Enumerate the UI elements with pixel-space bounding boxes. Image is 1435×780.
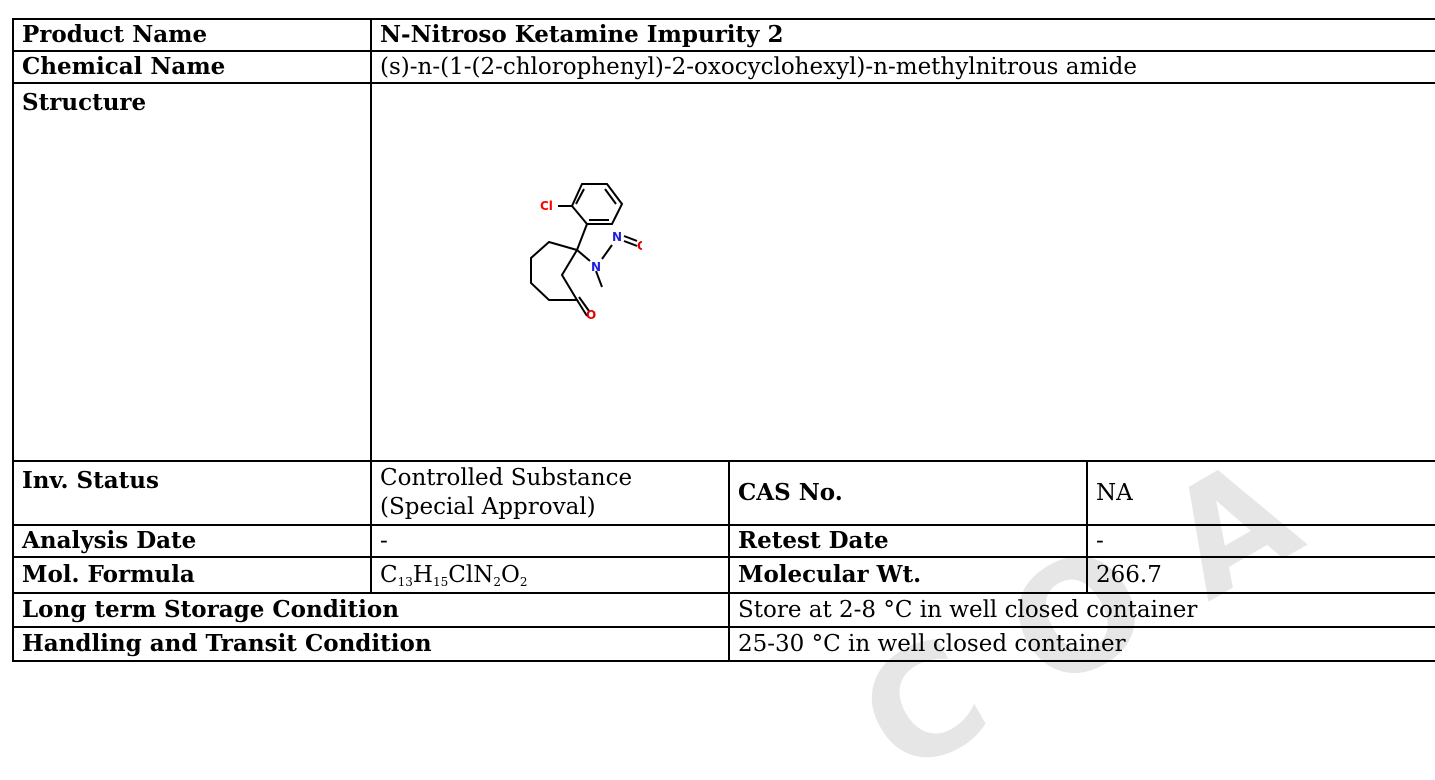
nitroso-nitrogen-label: N (612, 230, 622, 244)
analysis-date-label: Analysis Date (12, 524, 372, 558)
row-analysis-date: Analysis Date - Retest Date - (12, 524, 1435, 558)
product-name-label: Product Name (12, 18, 372, 52)
molecular-weight-value: 266.7 (1086, 556, 1435, 594)
inv-status-line2: (Special Approval) (380, 494, 596, 520)
long-term-storage-label: Long term Storage Condition (12, 592, 730, 628)
phenyl-double-1 (575, 188, 585, 205)
formula-c: C (380, 562, 398, 588)
retest-date-label: Retest Date (728, 524, 1088, 558)
mol-formula-label: Mol. Formula (12, 556, 372, 594)
row-structure: Structure (12, 82, 1435, 462)
formula-h-count: 15 (432, 575, 449, 589)
nitrogen-atom-label: N (591, 260, 601, 274)
structure-label: Structure (12, 82, 372, 462)
cyclohexane-ring (530, 240, 579, 301)
long-term-storage-value: Store at 2-8 °C in well closed container (728, 592, 1435, 628)
formula-cln: ClN (448, 562, 494, 588)
cas-no-label: CAS No. (728, 460, 1088, 526)
formula-n-count: 2 (493, 575, 501, 589)
formula-h: H (412, 562, 433, 588)
mol-formula-value: C13H15ClN2O2 (370, 556, 730, 594)
chemical-name-label: Chemical Name (12, 50, 372, 84)
nitroso-oxygen-label: O (637, 239, 642, 253)
carbonyl-double-bond (578, 296, 590, 312)
n-methyl-bond (595, 270, 603, 288)
cas-no-value: NA (1086, 460, 1435, 526)
phenyl-double-2 (604, 188, 617, 205)
atom-labels: Cl N N O O (540, 199, 642, 319)
formula-o: O (500, 562, 520, 588)
inv-status-line1: Controlled Substance (380, 465, 633, 491)
row-mol-formula: Mol. Formula C13H15ClN2O2 Molecular Wt. … (12, 556, 1435, 594)
analysis-date-value: - (370, 524, 730, 558)
molecular-weight-label: Molecular Wt. (728, 556, 1088, 594)
row-long-term-storage: Long term Storage Condition Store at 2-8… (12, 592, 1435, 628)
formula-c-count: 13 (397, 575, 413, 589)
row-product-name: Product Name N-Nitroso Ketamine Impurity… (12, 18, 1435, 52)
c-n-bond (576, 249, 591, 262)
carbonyl-bond (576, 299, 588, 317)
stereo-bond (576, 223, 588, 251)
chemical-name-value: (s)-n-(1-(2-chlorophenyl)-2-oxocyclohexy… (370, 50, 1435, 84)
chlorine-atom-label: Cl (540, 199, 553, 213)
retest-date-value: - (1086, 524, 1435, 558)
product-name-value: N-Nitroso Ketamine Impurity 2 (370, 18, 1435, 52)
handling-label: Handling and Transit Condition (12, 626, 730, 662)
row-inv-status: Inv. Status Controlled Substance (Specia… (12, 460, 1435, 526)
molecule-bonds (530, 183, 638, 317)
structure-image-cell: Cl N N O O (370, 82, 1435, 462)
n-o-double-bond (623, 235, 638, 242)
carbonyl-oxygen-label: O (586, 308, 596, 319)
row-chemical-name: Chemical Name (s)-n-(1-(2-chlorophenyl)-… (12, 50, 1435, 84)
n-o-double-bond-2 (623, 240, 638, 247)
row-handling: Handling and Transit Condition 25-30 °C … (12, 626, 1435, 662)
formula-o-count: 2 (519, 575, 528, 589)
phenyl-ring (570, 183, 624, 225)
product-spec-table: Product Name N-Nitroso Ketamine Impurity… (12, 18, 1435, 662)
handling-value: 25-30 °C in well closed container (728, 626, 1435, 662)
inv-status-label: Inv. Status (12, 460, 372, 526)
molecule-structure-image: Cl N N O O (530, 183, 642, 319)
inv-status-value: Controlled Substance (Special Approval) (370, 460, 730, 526)
n-n-bond (601, 244, 613, 260)
